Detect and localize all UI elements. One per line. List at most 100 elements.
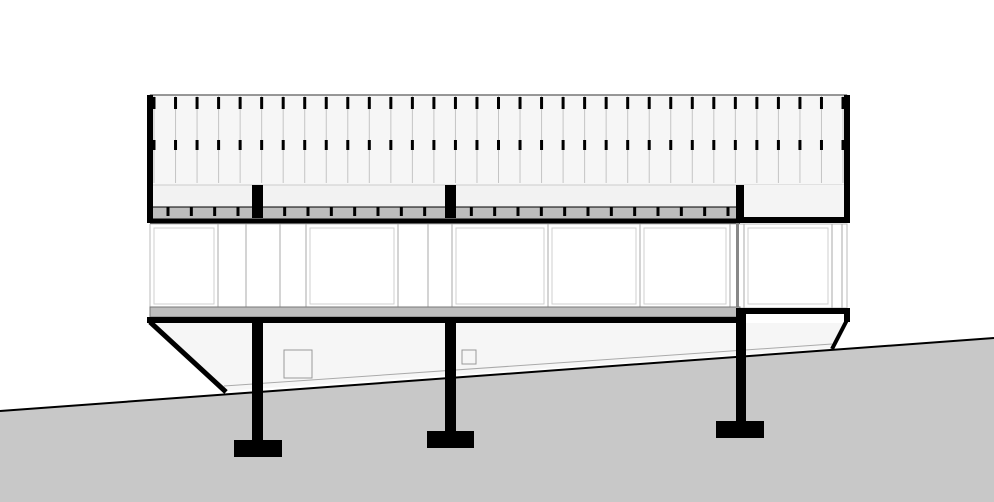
beam-tick bbox=[283, 207, 287, 216]
ground-line bbox=[0, 337, 994, 412]
hull-right-edge bbox=[830, 319, 849, 350]
main-floor-slab bbox=[149, 306, 741, 318]
rafter-connector bbox=[712, 97, 716, 109]
beam-tick bbox=[329, 207, 333, 216]
rafter-connector bbox=[690, 140, 694, 150]
rafter-connector bbox=[540, 97, 544, 109]
glazing-frames bbox=[153, 227, 829, 305]
rafter-connector bbox=[195, 97, 199, 109]
rafter-connector bbox=[303, 140, 307, 150]
undercroft-opening-2 bbox=[461, 349, 477, 365]
core-floor-lower bbox=[736, 308, 849, 314]
rafter-connector bbox=[410, 140, 414, 150]
upper-column-1 bbox=[252, 185, 263, 218]
pier-1 bbox=[252, 320, 263, 444]
undercroft-opening-1 bbox=[283, 349, 313, 379]
rafter-connector bbox=[303, 97, 307, 109]
rafter-connector bbox=[410, 97, 414, 109]
rafter-connector bbox=[238, 97, 242, 109]
beam-tick bbox=[609, 207, 613, 216]
core-box-upper bbox=[740, 185, 847, 221]
rafter-connector bbox=[561, 97, 565, 109]
rafter-connector bbox=[195, 140, 199, 150]
rafter-connector bbox=[238, 140, 242, 150]
rafter-connector bbox=[712, 140, 716, 150]
beam-tick bbox=[586, 207, 590, 216]
rafter-connector bbox=[626, 97, 630, 109]
beam-tick bbox=[679, 207, 683, 216]
upper-column-2 bbox=[445, 185, 456, 218]
rafter-connector bbox=[497, 140, 500, 150]
beam-tick bbox=[306, 207, 310, 216]
undercroft-hull bbox=[152, 323, 844, 391]
beam-tick bbox=[493, 207, 497, 216]
rafter-connector bbox=[669, 140, 673, 150]
footing-2 bbox=[427, 431, 474, 448]
rafter-connector bbox=[217, 97, 221, 109]
rafter-connector bbox=[647, 97, 651, 109]
rafter-connector bbox=[217, 140, 221, 150]
rafter-connector bbox=[647, 140, 651, 150]
footing-1 bbox=[234, 440, 282, 457]
rafter-connector bbox=[152, 97, 156, 109]
beam-tick bbox=[633, 207, 637, 216]
beam-tick bbox=[189, 207, 193, 216]
rafter-connector bbox=[604, 97, 608, 109]
left-wall-upper bbox=[147, 95, 153, 223]
roof-rafter-group bbox=[152, 96, 845, 183]
rafter-connector bbox=[518, 140, 522, 150]
rafter-connector bbox=[776, 97, 780, 109]
rafter-connector bbox=[260, 140, 264, 150]
beam-tick bbox=[563, 207, 567, 216]
rafter-connector bbox=[583, 140, 587, 150]
rafter-connector bbox=[367, 140, 371, 150]
rafter-connector bbox=[346, 140, 350, 150]
beam-tick bbox=[213, 207, 217, 216]
beam-tick bbox=[353, 207, 357, 216]
rafter-connector bbox=[540, 140, 544, 150]
beam-tick bbox=[539, 207, 543, 216]
rafter-connector bbox=[841, 140, 845, 150]
rafter-connector bbox=[432, 97, 436, 109]
rafter-connector bbox=[281, 140, 285, 150]
rafter-connector bbox=[819, 97, 823, 109]
beam-tick bbox=[726, 207, 730, 216]
right-wall-upper bbox=[844, 95, 850, 223]
rafter-connector bbox=[798, 140, 802, 150]
core-floor-upper bbox=[736, 217, 849, 223]
core-wall-left-middle bbox=[736, 223, 739, 311]
rafter-connector bbox=[518, 97, 522, 109]
beam-tick bbox=[703, 207, 707, 216]
core-wall-left-upper bbox=[736, 185, 744, 223]
upper-floor-slab-line bbox=[150, 219, 740, 224]
pier-3 bbox=[736, 312, 746, 424]
rafter-connector bbox=[281, 97, 285, 109]
hull-bottom-edge bbox=[223, 343, 833, 387]
rafter-connector bbox=[475, 97, 479, 109]
beam-tick bbox=[516, 207, 520, 216]
beam-tick bbox=[399, 207, 403, 216]
rafter-connector bbox=[346, 97, 350, 109]
rafter-connector bbox=[453, 97, 457, 109]
hull-left-edge bbox=[148, 320, 228, 394]
rafter-connector bbox=[367, 97, 371, 109]
rafter-connector bbox=[174, 140, 178, 150]
rafter-connector bbox=[152, 140, 156, 150]
rafter-connector bbox=[841, 97, 845, 109]
rafter-connector bbox=[561, 140, 565, 150]
rafter-connector bbox=[669, 97, 673, 109]
rafter-connector bbox=[174, 97, 178, 109]
rafter-connector bbox=[432, 140, 436, 150]
rafter-connector bbox=[583, 97, 587, 109]
rafter-connector bbox=[324, 140, 328, 150]
footing-3 bbox=[716, 421, 764, 438]
rafter-connector bbox=[389, 97, 393, 109]
rafter-connector bbox=[798, 97, 802, 109]
beam-tick bbox=[656, 207, 660, 216]
glazing-zone bbox=[149, 223, 848, 309]
beam-tick bbox=[236, 207, 240, 216]
rafter-connector bbox=[604, 140, 608, 150]
beam-tick bbox=[166, 207, 170, 216]
beam-tick bbox=[469, 207, 473, 216]
